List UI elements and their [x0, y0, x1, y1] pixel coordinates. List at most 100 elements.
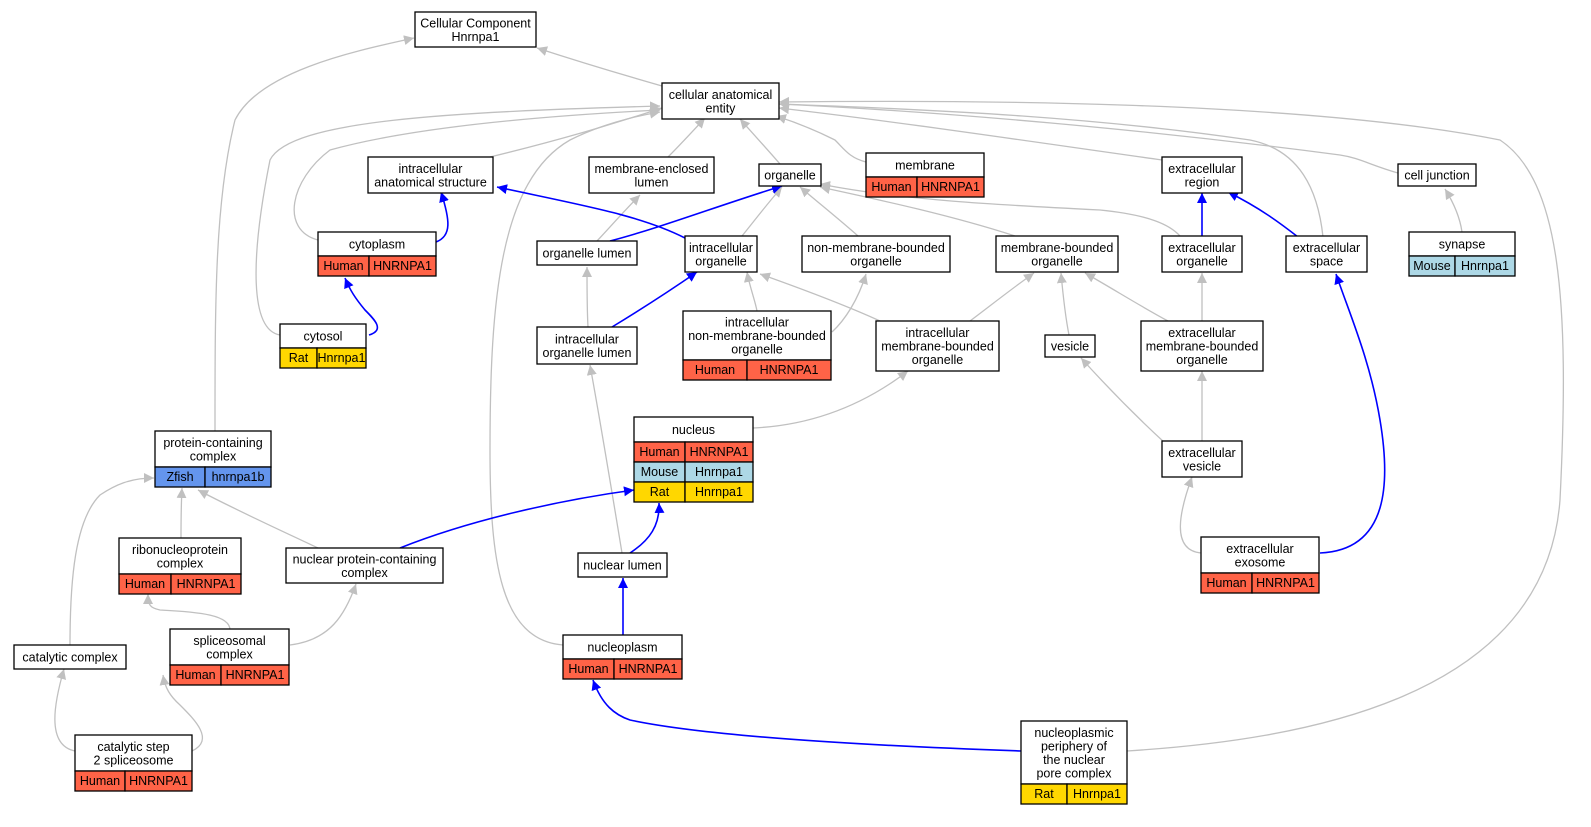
- node-box: [536, 326, 638, 365]
- node-label-line: spliceosomal: [193, 634, 265, 648]
- edge-intracellular-structure-to-entity: [489, 106, 663, 158]
- node-box: [865, 152, 985, 178]
- species-label: Human: [175, 668, 215, 682]
- gene-label: Hnrnpa1: [1073, 787, 1121, 801]
- node-box: [577, 552, 668, 578]
- gene-cell: [368, 255, 437, 277]
- edge-nucleoplasm-to-entity: [489, 108, 661, 646]
- node-organelle[interactable]: organelle: [758, 163, 822, 187]
- edge-membrane-enclosed-lumen-to-entity: [667, 117, 706, 158]
- node-box: [1397, 163, 1477, 187]
- edge-entity-to-root: [536, 46, 663, 87]
- edge-ionl-part-of-intracellular-organelle: [611, 271, 698, 328]
- node-vesicle[interactable]: vesicle: [1044, 334, 1096, 358]
- node-label-line: vesicle: [1051, 340, 1089, 354]
- node-label-line: ribonucleoprotein: [132, 543, 228, 557]
- node-label-line: membrane-bounded: [881, 340, 994, 354]
- node-label-line: catalytic complex: [22, 651, 118, 665]
- species-label: Human: [639, 445, 679, 459]
- edge-non-membrane-organelle-to-organelle: [799, 186, 859, 237]
- node-label-line: exosome: [1235, 555, 1286, 569]
- node-box: [414, 11, 537, 48]
- species-label: Human: [695, 363, 735, 377]
- gene-label: Hnrnpa1: [1461, 259, 1509, 273]
- node-box: [661, 82, 780, 120]
- edge-cytosol-to-entity: [255, 101, 661, 336]
- edge-nuclear-lumen-part-of-nucleus: [629, 502, 665, 554]
- node-label-line: vesicle: [1183, 459, 1221, 473]
- node-catalytic-complex[interactable]: catalytic complex: [13, 644, 127, 670]
- edge-spliceosomal-to-ribonucleoprotein: [143, 593, 231, 631]
- species-label: Human: [125, 577, 165, 591]
- node-label-line: cytosol: [304, 330, 343, 344]
- gene-cell: [916, 176, 985, 198]
- node-label-line: non-membrane-bounded: [807, 241, 945, 255]
- species-label: Human: [80, 774, 120, 788]
- node-nuclear-lumen[interactable]: nuclear lumen: [577, 552, 668, 578]
- node-box: [1140, 320, 1264, 372]
- node-label-line: organelle: [695, 254, 746, 268]
- edge-inmbo-to-intracellular-organelle: [743, 271, 758, 312]
- node-box: [169, 628, 290, 666]
- edge-nuclear-lumen-to-ionl: [586, 364, 623, 554]
- node-label-line: nucleoplasm: [587, 641, 657, 655]
- gene-cell: [746, 359, 832, 381]
- gene-label: Hnrnpa1: [695, 485, 743, 499]
- edge-organelle-to-entity: [739, 118, 781, 165]
- edge-intracellular-organelle-part-of-structure: [496, 184, 686, 239]
- node-intracellular-non-membrane-bounded-organelle[interactable]: intracellularnon-membrane-boundedorganel…: [682, 310, 832, 381]
- node-cell-junction[interactable]: cell junction: [1397, 163, 1477, 187]
- edge-ionl-to-organelle-lumen: [582, 266, 593, 328]
- node-box: [1044, 334, 1096, 358]
- node-organelle-lumen[interactable]: organelle lumen: [536, 240, 638, 266]
- node-label-line: organelle: [912, 353, 963, 367]
- node-label-line: intracellular: [399, 162, 463, 176]
- node-box: [1285, 235, 1368, 273]
- node-label-line: space: [1310, 254, 1343, 268]
- node-box: [1161, 440, 1243, 478]
- edge-imbo-to-intracellular-organelle: [759, 272, 881, 322]
- node-box: [285, 547, 444, 584]
- species-label: Human: [871, 180, 911, 194]
- node-box: [317, 231, 437, 257]
- gene-cell: [613, 658, 683, 680]
- node-label-line: complex: [157, 556, 204, 570]
- node-label-line: cytoplasm: [349, 238, 405, 252]
- node-label-line: lumen: [634, 175, 668, 189]
- edge-extracellular-space-to-entity: [778, 99, 1324, 238]
- edge-imbo-to-membrane-organelle: [969, 272, 1035, 322]
- species-label: Rat: [1034, 787, 1054, 801]
- gene-cell: [316, 347, 367, 369]
- edge-exosome-to-ext-vesicle: [1179, 476, 1202, 554]
- gene-cell: [170, 573, 242, 595]
- edge-exosome-part-of-ext-space: [1319, 273, 1386, 554]
